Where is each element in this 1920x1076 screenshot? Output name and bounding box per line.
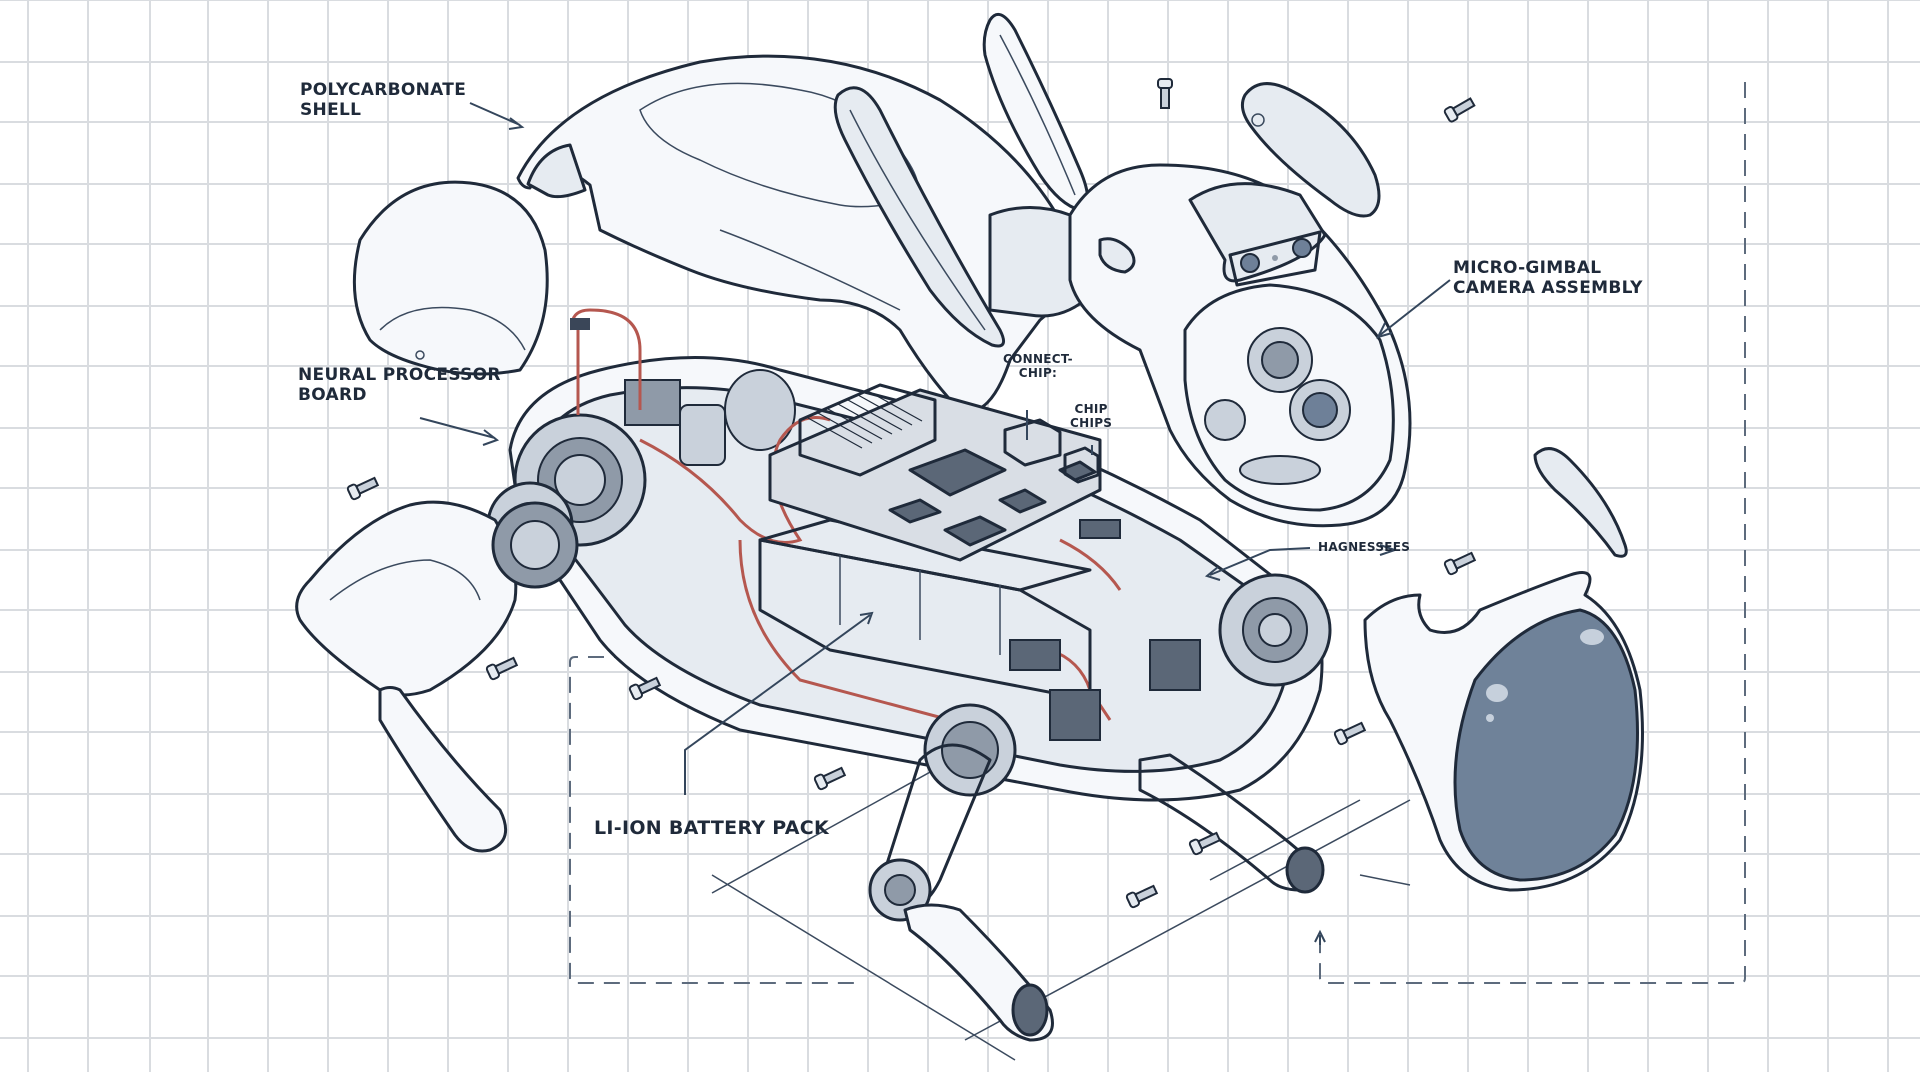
chassis	[508, 356, 1324, 802]
screw-icon	[628, 676, 662, 701]
guide-arrow-up	[1314, 929, 1326, 945]
wiring-harness	[570, 308, 1122, 722]
screws	[346, 78, 1477, 909]
front-left-leg	[295, 500, 579, 853]
label-connect-chip: CONNECT- CHIP:	[1003, 352, 1073, 381]
screw-icon	[1333, 721, 1367, 746]
guide-frame-left	[569, 656, 860, 984]
rear-leg	[868, 743, 1054, 1042]
label-chip-chips: CHIP CHIPS	[1070, 402, 1113, 431]
screw-icon	[346, 476, 380, 501]
camera-head	[1068, 163, 1412, 528]
front-hip-actuator	[923, 573, 1332, 797]
screw-icon	[1443, 551, 1477, 576]
neural-processor-board	[768, 383, 1121, 562]
screw-icon	[1157, 78, 1173, 109]
camera-side-cover	[1240, 82, 1381, 218]
li-ion-battery-pack	[758, 518, 1092, 702]
screw-icon	[1188, 831, 1222, 856]
screw-icon	[1125, 884, 1159, 909]
screw-icon	[1443, 97, 1476, 123]
label-polycarbonate-shell: POLYCARBONATE SHELL	[300, 80, 467, 121]
front-ear-fin	[833, 86, 1006, 348]
guide-frame-right	[1319, 82, 1746, 984]
label-neural-processor-board: NEURAL PROCESSOR BOARD	[298, 365, 501, 406]
label-micro-gimbal-camera-assembly: MICRO-GIMBAL CAMERA ASSEMBLY	[1453, 258, 1643, 299]
rear-shoulder-cap	[352, 180, 549, 376]
front-right-leg	[1138, 753, 1325, 894]
screw-icon	[485, 656, 519, 681]
label-li-ion-battery-pack: LI-ION BATTERY PACK	[594, 817, 830, 839]
label-hagnessees: HAGNESSEES	[1318, 540, 1411, 554]
callout-leaders	[419, 102, 1451, 795]
screw-icon	[813, 766, 847, 791]
visor-clip	[1533, 447, 1628, 558]
face-visor	[1363, 571, 1644, 892]
